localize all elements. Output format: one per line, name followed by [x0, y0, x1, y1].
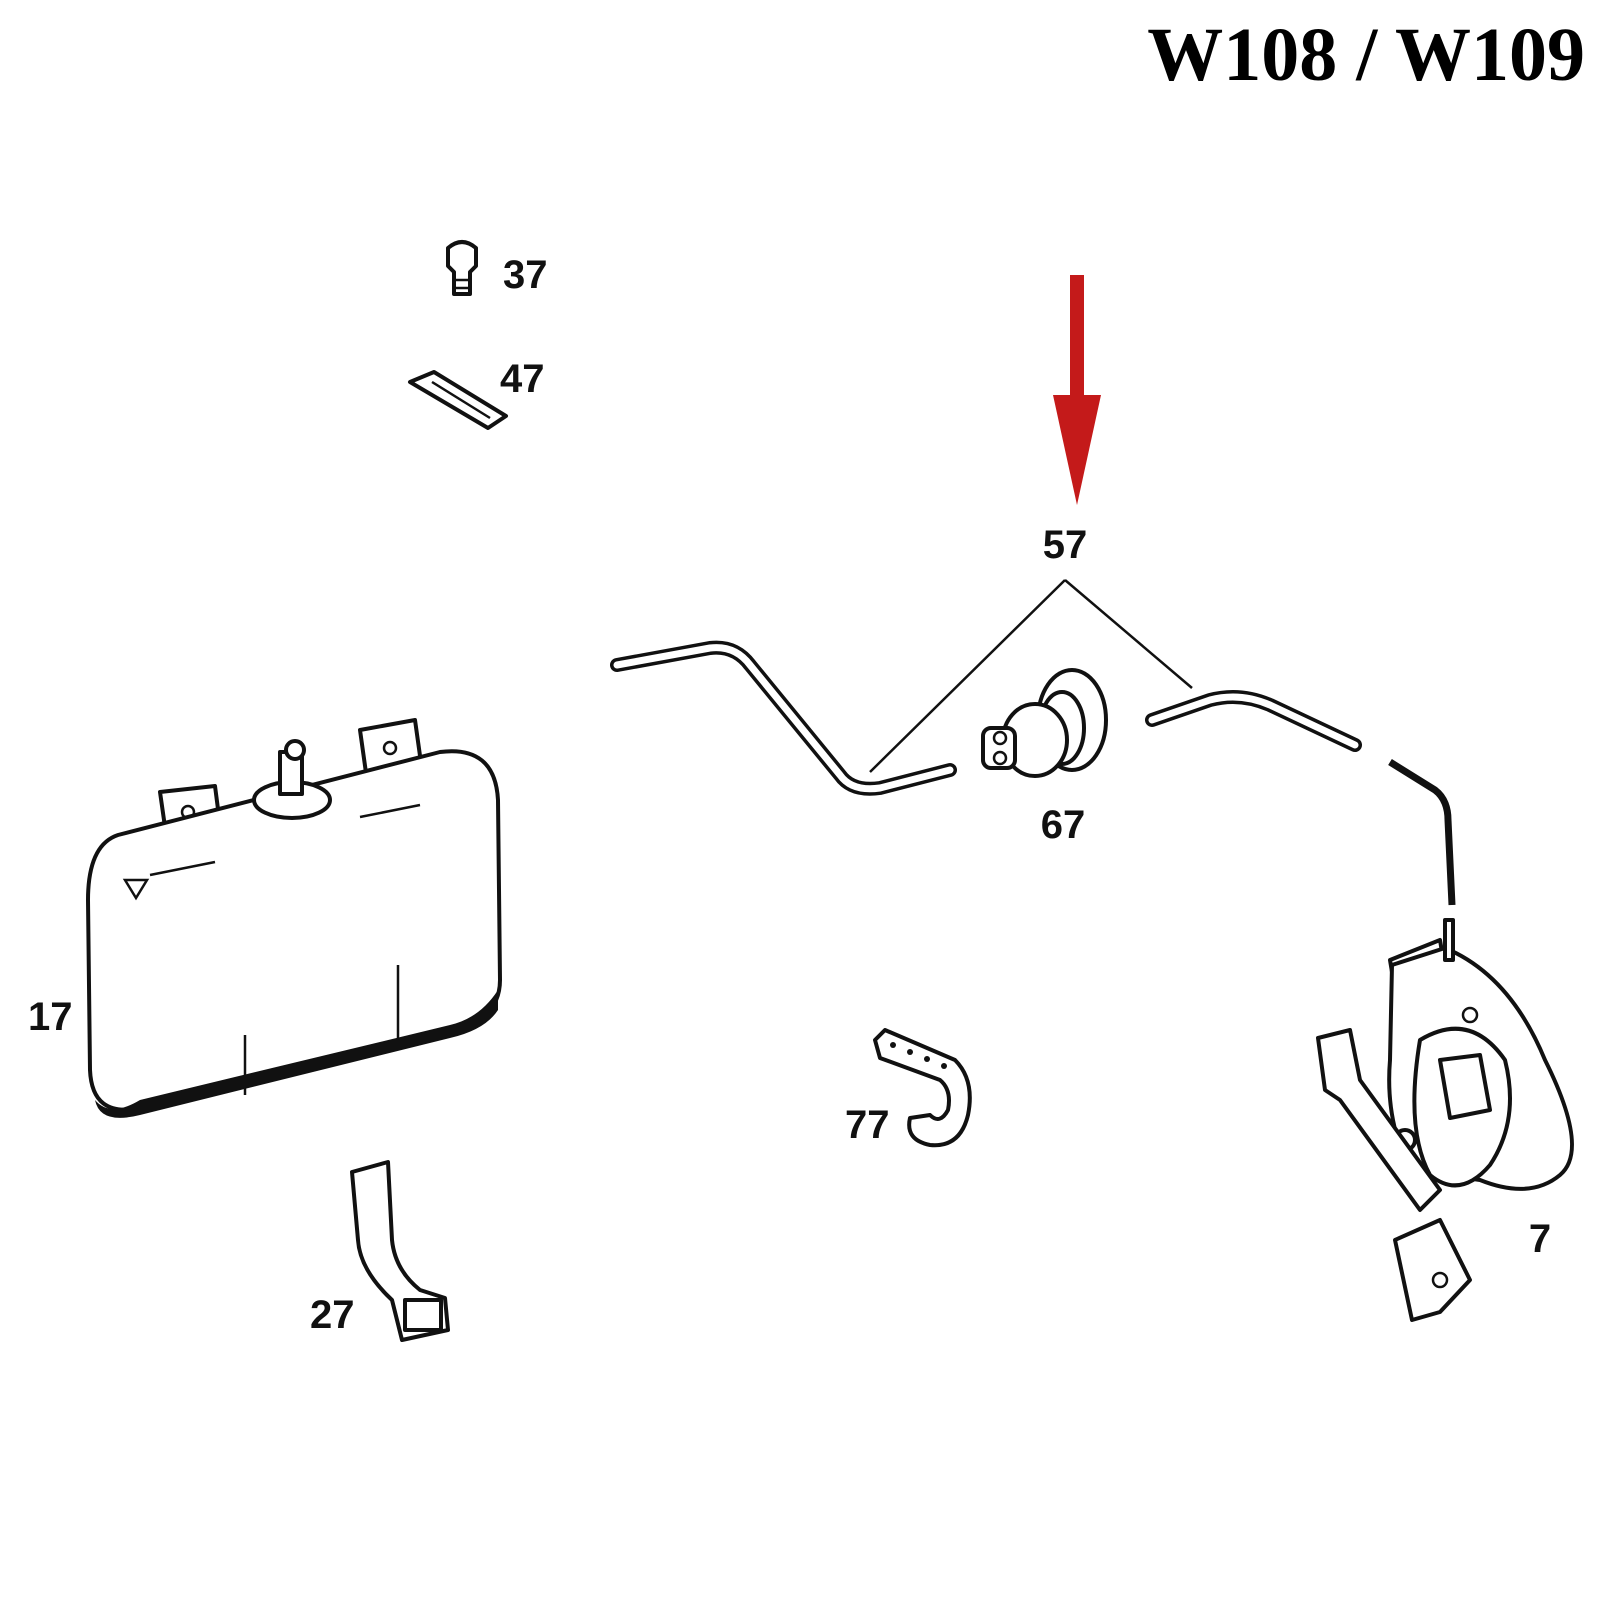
- part-47-clip: [408, 370, 508, 430]
- label-17: 17: [28, 995, 73, 1039]
- part-7-washer-pump: [1316, 918, 1574, 1322]
- highlight-arrow: [1053, 275, 1101, 505]
- part-57-hose-right: [1145, 689, 1362, 752]
- label-47: 47: [500, 357, 545, 401]
- part-27-strap: [350, 1160, 450, 1342]
- diagram-title: W108 / W109: [1147, 13, 1585, 97]
- label-27: 27: [310, 1293, 355, 1337]
- part-67-grommet: [981, 668, 1108, 778]
- part-17-washer-reservoir: [86, 718, 502, 1118]
- label-37: 37: [503, 253, 548, 297]
- label-67: 67: [1041, 803, 1086, 847]
- label-77: 77: [845, 1103, 890, 1147]
- part-37-bolt: [446, 240, 478, 296]
- hose-to-pump: [1388, 759, 1456, 906]
- label-57: 57: [1043, 523, 1088, 567]
- part-57-hose-left: [610, 640, 957, 796]
- leader-lines-57: [869, 579, 1193, 773]
- part-77-bracket: [873, 1028, 972, 1148]
- label-7: 7: [1529, 1217, 1551, 1261]
